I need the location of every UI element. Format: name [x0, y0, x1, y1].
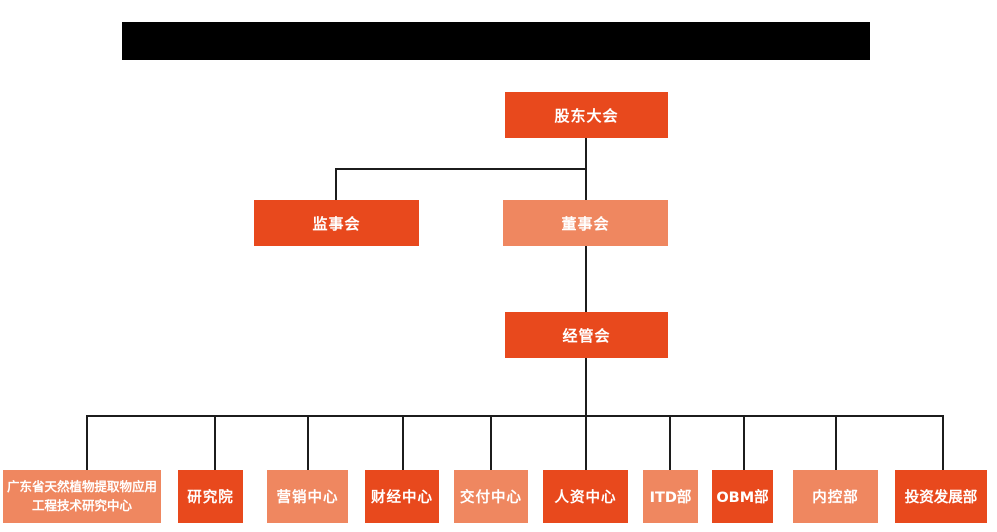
org-node-guangdong-plant-extract-research-center: 广东省天然植物提取物应用工程技术研究中心 [3, 470, 161, 523]
connector-drop-research-institute [214, 415, 216, 470]
redacted-title-bar [122, 22, 870, 60]
connector-drop-obm-dept [743, 415, 745, 470]
connector-root-stem [585, 138, 587, 169]
connector-departments-rail [86, 415, 944, 417]
connector-board-to-management [585, 246, 587, 312]
org-node-hr-center: 人资中心 [543, 470, 628, 523]
connector-supervisory-drop [335, 168, 337, 200]
org-node-internal-control-dept: 内控部 [793, 470, 878, 523]
connector-drop-investment-dept [942, 415, 944, 470]
connector-management-stem [585, 358, 587, 416]
connector-board-drop [585, 168, 587, 200]
connector-drop-marketing-center [307, 415, 309, 470]
org-node-itd-dept: ITD部 [643, 470, 698, 523]
org-node-shareholders-meeting: 股东大会 [505, 92, 668, 138]
connector-drop-hr-center [585, 415, 587, 470]
org-node-research-institute: 研究院 [178, 470, 243, 523]
connector-drop-itd-dept [669, 415, 671, 470]
connector-drop-delivery-center [490, 415, 492, 470]
org-node-management-committee: 经管会 [505, 312, 668, 358]
org-node-obm-dept: OBM部 [712, 470, 773, 523]
connector-drop-internal-control-dept [835, 415, 837, 470]
org-node-supervisory-board: 监事会 [254, 200, 419, 246]
org-node-finance-center: 财经中心 [365, 470, 439, 523]
org-node-board-of-directors: 董事会 [503, 200, 668, 246]
connector-level2-branch [335, 168, 587, 170]
org-node-investment-development-dept: 投资发展部 [895, 470, 987, 523]
org-node-delivery-center: 交付中心 [454, 470, 528, 523]
org-node-marketing-center: 营销中心 [267, 470, 348, 523]
connector-drop-research-center [86, 415, 88, 470]
connector-drop-finance-center [402, 415, 404, 470]
